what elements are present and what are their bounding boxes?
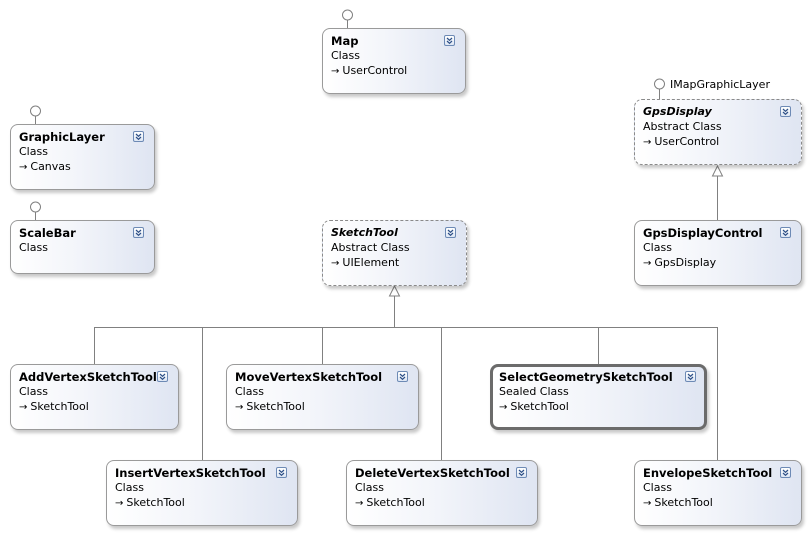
expand-toggle-icon[interactable] <box>157 371 168 382</box>
class-kind: Sealed Class <box>499 385 569 398</box>
inherit-arrowhead-sketchtool <box>388 284 401 297</box>
class-base: →SketchTool <box>115 495 289 511</box>
expand-toggle-icon[interactable] <box>780 467 791 478</box>
lollipop-icon-gpsdisplay <box>654 78 665 99</box>
base-type: SketchTool <box>366 496 425 509</box>
class-name: Map <box>331 34 359 48</box>
base-type: UserControl <box>654 135 720 148</box>
class-base: →Canvas <box>19 159 146 175</box>
inherit-arrow-icon: → <box>19 402 28 413</box>
inherit-arrow-icon: → <box>235 402 244 413</box>
base-type: GpsDisplay <box>654 256 717 269</box>
class-name: GpsDisplay <box>643 105 712 118</box>
class-kind: Class <box>19 145 48 158</box>
class-kind: Class <box>235 385 264 398</box>
base-type: SketchTool <box>510 400 569 413</box>
inherit-arrow-icon: → <box>331 66 340 77</box>
expand-toggle-icon[interactable] <box>780 106 791 117</box>
class-name: GpsDisplayControl <box>643 226 763 240</box>
class-base: →SketchTool <box>499 399 698 415</box>
inherit-arrow-icon: → <box>643 498 652 509</box>
class-shape-gpsdisplay[interactable]: GpsDisplay Abstract Class →UserControl <box>634 99 802 165</box>
class-shape-gpsdisplaycontrol[interactable]: GpsDisplayControl Class →GpsDisplay <box>634 220 802 286</box>
inherit-arrow-icon: → <box>355 498 364 509</box>
class-shape-addvertexsketchtool[interactable]: AddVertexSketchTool Class →SketchTool <box>10 364 179 430</box>
class-shape-deletevertexsketchtool[interactable]: DeleteVertexSketchTool Class →SketchTool <box>346 460 538 526</box>
class-base: →GpsDisplay <box>643 255 793 271</box>
base-type: SketchTool <box>126 496 185 509</box>
class-shape-graphiclayer[interactable]: GraphicLayer Class →Canvas <box>10 124 155 190</box>
inherit-arrowhead-gpsdisplay <box>711 164 724 177</box>
base-type: SketchTool <box>30 400 89 413</box>
class-name: AddVertexSketchTool <box>19 370 157 384</box>
class-kind: Class <box>19 241 48 254</box>
class-name: ScaleBar <box>19 226 76 240</box>
base-type: UserControl <box>342 64 408 77</box>
lollipop-icon-scalebar <box>30 201 41 221</box>
base-type: SketchTool <box>246 400 305 413</box>
expand-toggle-icon[interactable] <box>397 371 408 382</box>
lollipop-icon-graphiclayer <box>30 105 41 125</box>
expand-toggle-icon[interactable] <box>444 35 455 46</box>
class-name: SelectGeometrySketchTool <box>499 370 673 384</box>
class-base: →SketchTool <box>355 495 529 511</box>
class-kind: Class <box>355 481 384 494</box>
base-type: SketchTool <box>654 496 713 509</box>
expand-toggle-icon[interactable] <box>276 467 287 478</box>
class-base: →SketchTool <box>643 495 793 511</box>
base-type: UIElement <box>342 256 400 269</box>
class-base: →SketchTool <box>19 399 170 415</box>
inherit-arrow-icon: → <box>19 162 28 173</box>
class-shape-map[interactable]: Map Class →UserControl <box>322 28 466 94</box>
class-name: DeleteVertexSketchTool <box>355 466 510 480</box>
class-name: GraphicLayer <box>19 130 105 144</box>
class-kind: Abstract Class <box>331 241 410 254</box>
inherit-arrow-icon: → <box>643 137 652 148</box>
class-shape-scalebar[interactable]: ScaleBar Class <box>10 220 155 274</box>
class-shape-sketchtool[interactable]: SketchTool Abstract Class →UIElement <box>322 220 467 286</box>
class-name: InsertVertexSketchTool <box>115 466 266 480</box>
class-shape-insertvertexsketchtool[interactable]: InsertVertexSketchTool Class →SketchTool <box>106 460 298 526</box>
expand-toggle-icon[interactable] <box>445 227 456 238</box>
expand-toggle-icon[interactable] <box>133 131 144 142</box>
class-base: →SketchTool <box>235 399 410 415</box>
class-kind: Class <box>115 481 144 494</box>
class-name: MoveVertexSketchTool <box>235 370 383 384</box>
interface-label-imapgraphiclayer: IMapGraphicLayer <box>670 78 770 91</box>
inherit-arrow-icon: → <box>499 402 508 413</box>
class-kind: Class <box>331 49 360 62</box>
class-shape-envelopesketchtool[interactable]: EnvelopeSketchTool Class →SketchTool <box>634 460 802 526</box>
class-kind: Abstract Class <box>643 120 722 133</box>
expand-toggle-icon[interactable] <box>516 467 527 478</box>
lollipop-icon-map <box>342 9 353 29</box>
class-name: SketchTool <box>331 226 398 239</box>
class-base: →UIElement <box>331 255 458 271</box>
expand-toggle-icon[interactable] <box>133 227 144 238</box>
class-kind: Class <box>19 385 48 398</box>
class-shape-movevertexsketchtool[interactable]: MoveVertexSketchTool Class →SketchTool <box>226 364 419 430</box>
class-shape-selectgeometrysketchtool[interactable]: SelectGeometrySketchTool Sealed Class →S… <box>490 364 707 430</box>
inherit-arrow-icon: → <box>331 258 340 269</box>
expand-toggle-icon[interactable] <box>780 227 791 238</box>
inherit-arrow-icon: → <box>643 258 652 269</box>
class-kind: Class <box>643 241 672 254</box>
class-base: →UserControl <box>643 134 793 150</box>
class-base: →UserControl <box>331 63 457 79</box>
class-name: EnvelopeSketchTool <box>643 466 773 480</box>
class-kind: Class <box>643 481 672 494</box>
inherit-arrow-icon: → <box>115 498 124 509</box>
base-type: Canvas <box>30 160 71 173</box>
expand-toggle-icon[interactable] <box>685 371 696 382</box>
